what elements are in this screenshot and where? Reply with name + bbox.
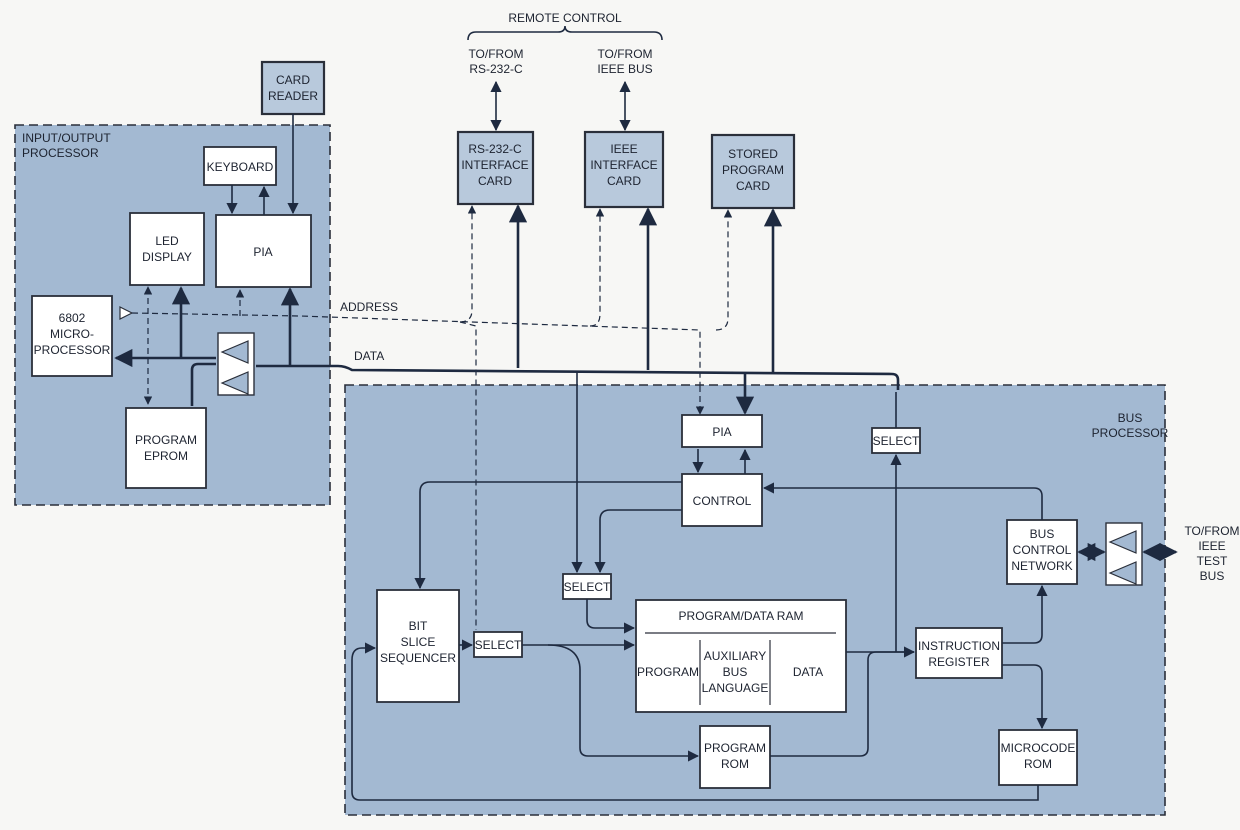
- io-pia-box: PIA: [215, 214, 312, 288]
- rs232-address-link: [459, 205, 477, 323]
- svg-text:BUS: BUS: [723, 665, 748, 679]
- bcn-to-control: [762, 482, 1043, 520]
- svg-text:MICROCODE: MICROCODE: [1001, 741, 1076, 755]
- svg-text:NETWORK: NETWORK: [1011, 559, 1072, 573]
- svg-text:SEQUENCER: SEQUENCER: [380, 651, 456, 665]
- svg-text:READER: READER: [268, 89, 318, 103]
- address-to-select-left: [459, 321, 477, 630]
- select-box-top: SELECT: [871, 427, 921, 454]
- ieee-address-link: [589, 208, 605, 327]
- ieee-test-bus-label-4: BUS: [1200, 569, 1225, 583]
- svg-text:PROGRAM: PROGRAM: [637, 665, 699, 679]
- svg-text:CONTROL: CONTROL: [1013, 543, 1072, 557]
- svg-text:CARD: CARD: [607, 174, 641, 188]
- bus-processor-title-2: PROCESSOR: [1092, 426, 1169, 440]
- ieee-io-label-2: IEEE BUS: [597, 62, 652, 76]
- data-bus: [256, 364, 900, 390]
- svg-text:INTERFACE: INTERFACE: [461, 158, 528, 172]
- address-driver-icon: [119, 306, 134, 320]
- io-bus-buffer: [217, 332, 255, 396]
- select-box-mid: SELECT: [562, 573, 612, 600]
- svg-text:BUS: BUS: [1030, 527, 1055, 541]
- stored-address-link: [715, 209, 733, 331]
- rs232-io-label-2: RS-232-C: [469, 62, 523, 76]
- eprom-data-link: [190, 362, 216, 406]
- svg-text:SELECT: SELECT: [475, 638, 522, 652]
- svg-text:SLICE: SLICE: [401, 635, 436, 649]
- test-bus-buffer: [1105, 522, 1143, 586]
- svg-text:AUXILIARY: AUXILIARY: [704, 649, 766, 663]
- rs232-io-label: TO/FROM: [468, 47, 523, 61]
- ir-to-bcn: [1002, 584, 1048, 644]
- svg-text:ROM: ROM: [1024, 757, 1052, 771]
- remote-control-brace: [467, 25, 663, 41]
- bus-processor-title: BUS: [1118, 411, 1143, 425]
- svg-text:EPROM: EPROM: [144, 449, 188, 463]
- svg-text:BIT: BIT: [409, 619, 428, 633]
- svg-text:SELECT: SELECT: [564, 580, 611, 594]
- svg-text:PIA: PIA: [712, 425, 731, 439]
- select-mid-to-ram: [586, 599, 636, 634]
- svg-text:SELECT: SELECT: [873, 434, 920, 448]
- address-bus: [131, 312, 701, 386]
- control-to-sequencer: [414, 481, 682, 590]
- address-bus-label: ADDRESS: [340, 300, 398, 314]
- svg-text:LANGUAGE: LANGUAGE: [702, 681, 769, 695]
- io-processor-title-2: PROCESSOR: [22, 146, 99, 160]
- select-left-to-rom: [547, 644, 700, 762]
- svg-text:INTERFACE: INTERFACE: [590, 158, 657, 172]
- svg-text:STORED: STORED: [728, 147, 778, 161]
- keyboard-box: KEYBOARD: [203, 146, 277, 186]
- stored-program-card: STORED PROGRAM CARD: [710, 133, 796, 210]
- svg-text:PIA: PIA: [253, 245, 272, 259]
- instruction-register-box: INSTRUCTION REGISTER: [915, 627, 1003, 679]
- bit-slice-sequencer-box: BIT SLICE SEQUENCER: [376, 589, 460, 703]
- svg-text:DATA: DATA: [793, 665, 823, 679]
- svg-text:INSTRUCTION: INSTRUCTION: [918, 639, 1000, 653]
- svg-text:6802: 6802: [59, 311, 86, 325]
- svg-text:PROGRAM: PROGRAM: [135, 433, 197, 447]
- remote-control-label: REMOTE CONTROL: [508, 11, 622, 25]
- control-to-select-mid: [594, 509, 682, 574]
- program-data-ram-box: PROGRAM/DATA RAM PROGRAM AUXILIARY BUS L…: [635, 599, 847, 713]
- rs232-interface-card: RS-232-C INTERFACE CARD: [456, 130, 535, 206]
- bus-pia-box: PIA: [681, 414, 763, 448]
- io-processor-title: INPUT/OUTPUT: [22, 131, 111, 145]
- card-reader-box: CARD READER: [260, 60, 326, 116]
- program-rom-box: PROGRAM ROM: [699, 725, 771, 789]
- select-box-left: SELECT: [473, 631, 523, 658]
- microprocessor-box: 6802 MICRO- PROCESSOR: [31, 295, 113, 377]
- ir-to-microcode: [1002, 664, 1048, 730]
- ieee-test-bus-label-2: IEEE: [1198, 539, 1225, 553]
- svg-text:CARD: CARD: [736, 179, 770, 193]
- microcode-rom-box: MICROCODE ROM: [998, 729, 1078, 786]
- svg-text:MICRO-: MICRO-: [50, 327, 94, 341]
- ieee-test-bus-label: TO/FROM: [1184, 524, 1239, 538]
- ieee-io-label: TO/FROM: [597, 47, 652, 61]
- ieee-interface-card: IEEE INTERFACE CARD: [583, 130, 665, 209]
- led-display-box: LED DISPLAY: [129, 212, 205, 286]
- svg-text:DISPLAY: DISPLAY: [142, 250, 192, 264]
- ieee-test-bus-label-3: TEST: [1197, 554, 1228, 568]
- svg-text:KEYBOARD: KEYBOARD: [207, 160, 274, 174]
- program-eprom-box: PROGRAM EPROM: [125, 407, 207, 489]
- svg-text:CARD: CARD: [478, 174, 512, 188]
- svg-text:ROM: ROM: [721, 757, 749, 771]
- svg-text:PROGRAM/DATA RAM: PROGRAM/DATA RAM: [679, 609, 804, 623]
- control-box: CONTROL: [681, 473, 763, 527]
- microcode-feedback: [351, 642, 1039, 801]
- data-bus-label: DATA: [354, 349, 384, 363]
- svg-text:PROGRAM: PROGRAM: [704, 741, 766, 755]
- svg-text:IEEE: IEEE: [610, 142, 637, 156]
- svg-text:RS-232-C: RS-232-C: [468, 142, 522, 156]
- svg-text:PROCESSOR: PROCESSOR: [34, 343, 111, 357]
- svg-text:CONTROL: CONTROL: [693, 494, 752, 508]
- svg-text:PROGRAM: PROGRAM: [722, 163, 784, 177]
- rom-to-ir: [770, 651, 914, 757]
- svg-text:CARD: CARD: [276, 73, 310, 87]
- svg-text:REGISTER: REGISTER: [928, 655, 990, 669]
- svg-text:LED: LED: [155, 234, 179, 248]
- bus-control-network-box: BUS CONTROL NETWORK: [1006, 519, 1078, 585]
